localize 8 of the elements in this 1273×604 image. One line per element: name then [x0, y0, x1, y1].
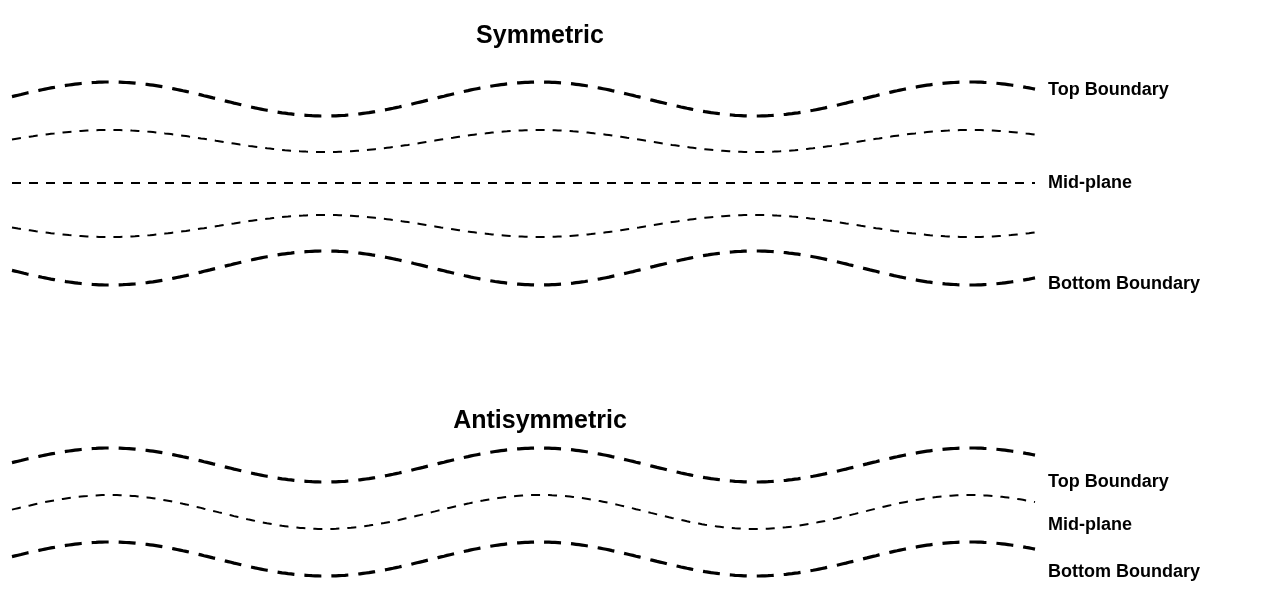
boundary-label: Top Boundary: [1048, 471, 1169, 492]
boundary-label: Bottom Boundary: [1048, 561, 1200, 582]
section-heading: Antisymmetric: [453, 405, 627, 434]
boundary-label: Top Boundary: [1048, 79, 1169, 100]
boundary-label: Bottom Boundary: [1048, 273, 1200, 294]
plane-label: Mid-plane: [1048, 172, 1132, 193]
plane-label: Mid-plane: [1048, 514, 1132, 535]
section-heading: Symmetric: [476, 20, 604, 49]
